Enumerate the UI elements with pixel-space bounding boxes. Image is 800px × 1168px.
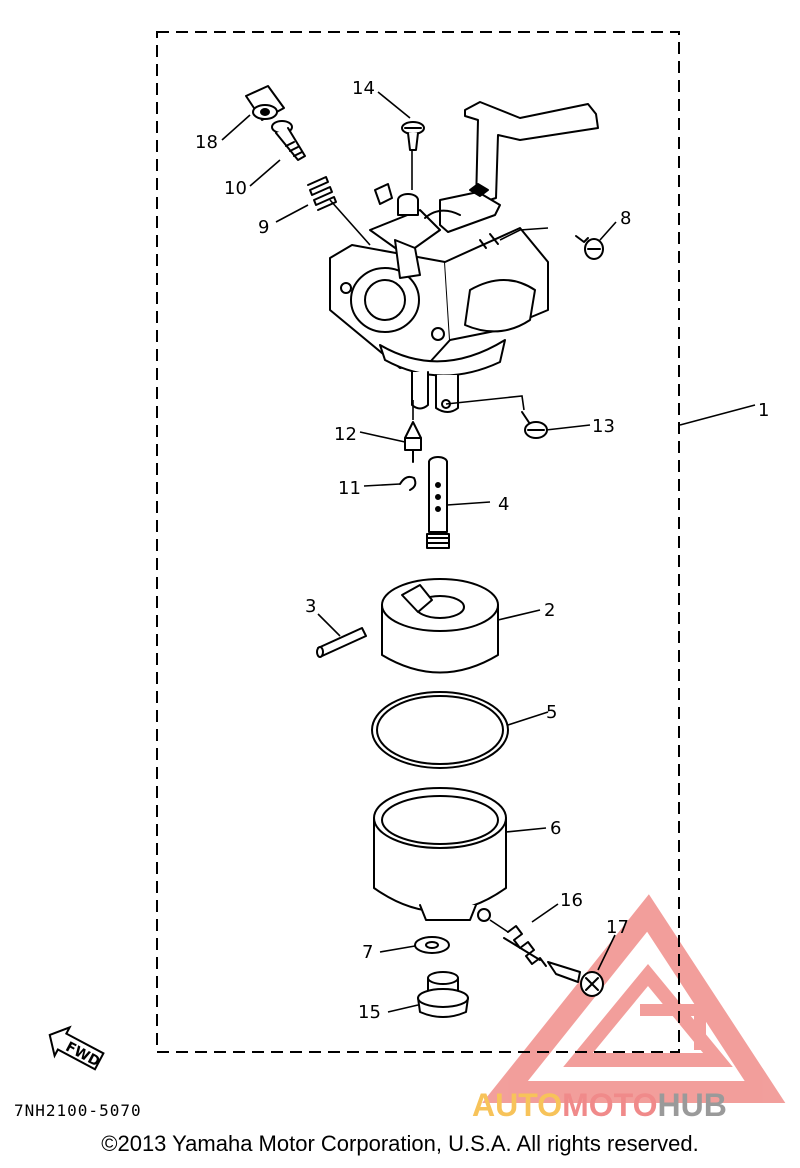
callout-2: 2 [544,600,555,621]
callout-1: 1 [758,400,769,421]
part-3-pin [316,627,367,658]
watermark-hub: HUB [657,1087,726,1123]
copyright-notice: ©2013 Yamaha Motor Corporation, U.S.A. A… [101,1131,699,1156]
part-14-screw [401,121,425,151]
diagram-part-number: 7NH2100-5070 [14,1101,142,1120]
callout-18: 18 [195,132,218,153]
part-11-clip [399,475,417,491]
part-8-screw [575,235,604,260]
part-4-main-nozzle [426,456,450,549]
callout-5: 5 [546,702,557,723]
part-1-carburetor-body [329,183,549,413]
part-17-pilot-screw [547,961,604,997]
part-13-screw [521,411,548,439]
choke-lever [439,101,599,233]
callout-8: 8 [620,208,631,229]
part-7-washer [414,936,450,954]
callout-13: 13 [592,416,615,437]
part-10-screw [271,120,306,161]
callout-11: 11 [338,478,361,499]
part-16-spring [503,925,547,967]
part-5-gasket [371,691,509,769]
callout-14: 14 [352,78,375,99]
callout-9: 9 [258,217,269,238]
assembly-boundary [156,31,680,1053]
part-18-cap [245,85,285,121]
watermark-auto: AUTO [472,1087,562,1123]
automotohub-logo-icon [482,894,786,1103]
callout-15: 15 [358,1002,381,1023]
callout-7: 7 [362,942,373,963]
fwd-arrow-icon: FWD [48,1025,105,1071]
callout-17: 17 [606,917,629,938]
part-2-float [381,578,499,674]
callout-3: 3 [305,596,316,617]
callout-4: 4 [498,494,509,515]
leader-lines [221,91,756,1013]
part-6-float-bowl [373,787,507,922]
part-15-drain-bolt [417,971,469,1018]
watermark-text: AUTOMOTOHUB [472,1087,727,1123]
part-12-needle-valve [404,421,422,463]
callout-16: 16 [560,890,583,911]
callout-6: 6 [550,818,561,839]
callout-10: 10 [224,178,247,199]
part-9-spring [307,176,337,211]
callout-12: 12 [334,424,357,445]
watermark-moto: MOTO [562,1087,657,1123]
